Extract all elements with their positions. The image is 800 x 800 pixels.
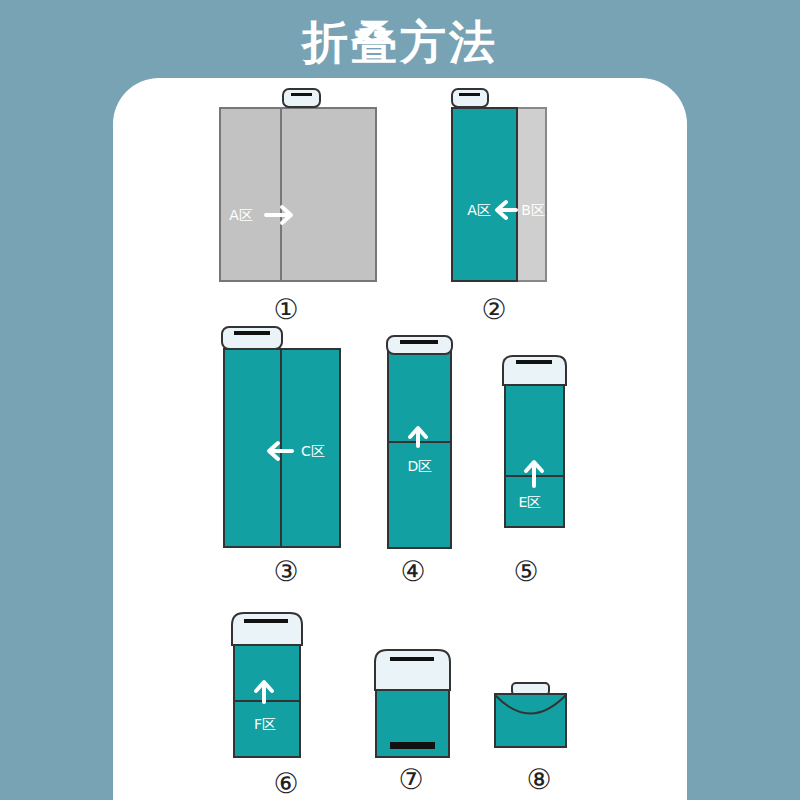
step-number: ⑦	[398, 766, 423, 794]
zone-label: F区	[254, 717, 276, 731]
step-number: ⑤	[513, 558, 538, 586]
step-number: ①	[273, 296, 298, 324]
step-number: ②	[481, 296, 506, 324]
fold-arrows	[256, 202, 542, 702]
zone-label: E区	[519, 495, 542, 509]
panel	[113, 78, 687, 800]
step-4	[387, 336, 452, 548]
step-number: ⑧	[526, 766, 551, 794]
step-1	[220, 89, 376, 281]
zone-label: D区	[408, 459, 433, 473]
zone-label: C区	[301, 444, 325, 458]
zone-label: A区	[467, 203, 491, 217]
step-number: ③	[273, 558, 298, 586]
step-7	[375, 650, 450, 757]
zone-label: A区	[229, 208, 253, 222]
step-5	[503, 356, 566, 527]
zone-label: B区	[521, 203, 545, 217]
page-title: 折叠方法	[0, 12, 800, 74]
step-8	[495, 683, 566, 747]
step-3	[222, 327, 340, 547]
step-number: ④	[400, 558, 425, 586]
step-6	[232, 613, 302, 757]
step-2	[452, 89, 546, 281]
step-number: ⑥	[273, 770, 298, 798]
